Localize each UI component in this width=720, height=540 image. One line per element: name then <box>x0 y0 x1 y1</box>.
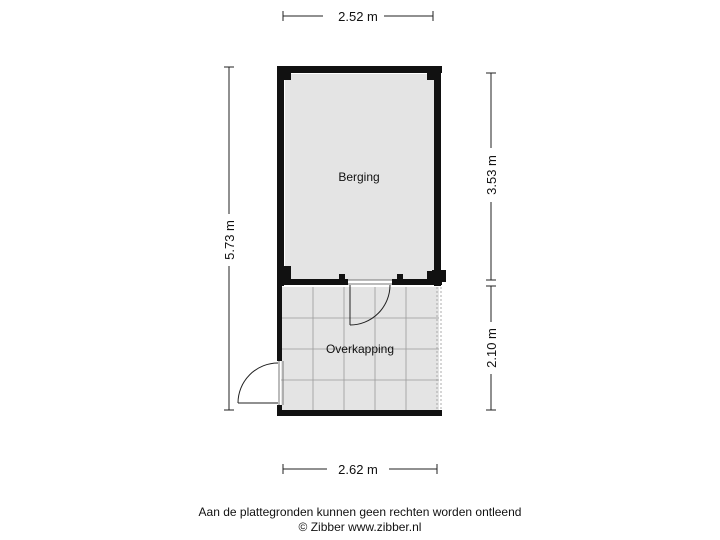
dimension-bottom-label: 2.62 m <box>338 462 378 477</box>
overkapping-label: Overkapping <box>326 342 394 356</box>
berging-floor <box>285 74 434 280</box>
walls <box>277 66 446 416</box>
footer: Aan de plattegronden kunnen geen rechten… <box>0 505 720 535</box>
disclaimer-text: Aan de plattegronden kunnen geen rechten… <box>198 505 522 519</box>
dimension-lines <box>224 11 496 474</box>
berging-door <box>348 279 392 326</box>
dimension-right-lower-label: 2.10 m <box>484 328 499 368</box>
berging-label: Berging <box>338 170 379 184</box>
tile-grid <box>281 287 442 411</box>
dimension-left-label: 5.73 m <box>222 220 237 260</box>
copyright-text: © Zibber www.zibber.nl <box>298 520 422 534</box>
dimension-right-upper-label: 3.53 m <box>484 155 499 195</box>
side-door <box>237 361 284 405</box>
dimension-top-label: 2.52 m <box>338 9 378 24</box>
